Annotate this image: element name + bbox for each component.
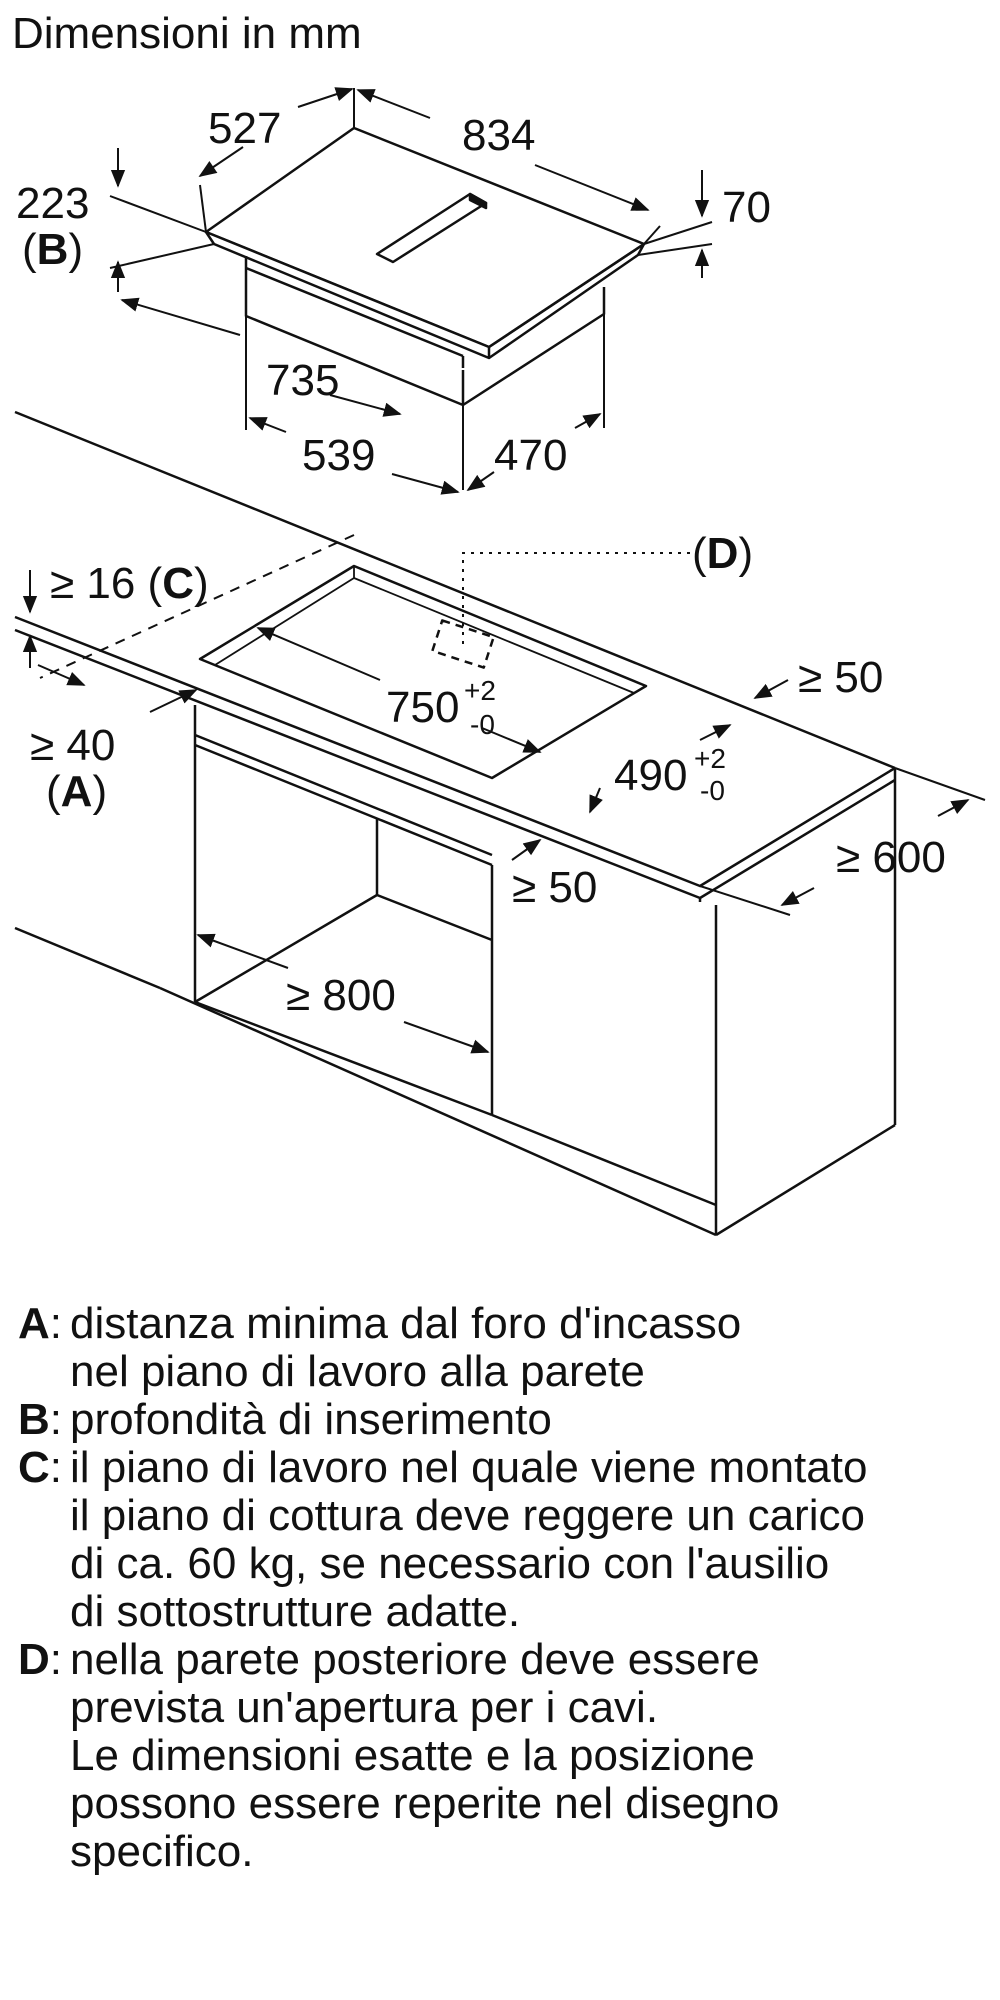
label-a-group: (A) [46, 767, 107, 816]
legend-key: B [18, 1395, 50, 1444]
legend-item: C:il piano di lavoro nel quale viene mon… [18, 1444, 988, 1636]
dim-min-back: ≥ 50 [798, 653, 883, 702]
dim-min-front: ≥ 50 [512, 863, 597, 912]
legend-colon: : [49, 1299, 63, 1348]
legend-key: A [18, 1299, 50, 1348]
hob-dimensions [109, 87, 713, 495]
legend-line: specifico. [70, 1827, 254, 1876]
legend-text: il piano di lavoro nel quale viene monta… [70, 1444, 867, 1636]
legend-colon: : [49, 1395, 63, 1444]
label-d: D [707, 529, 739, 578]
cabinet-dimensions [22, 534, 986, 1054]
tol-cutout-depth-plus: +2 [694, 743, 726, 774]
worktop-cutout [198, 564, 648, 780]
legend-key: D [18, 1635, 50, 1684]
dim-insert-depth: 223 [16, 179, 89, 228]
dim-min-worktop: ≥ 16 [50, 559, 135, 608]
legend-line: di sottostrutture adatte. [70, 1587, 521, 1636]
legend-line: nella parete posteriore deve essere [70, 1635, 760, 1684]
legend-key: C [18, 1443, 50, 1492]
label-a: A [61, 767, 93, 816]
legend-line: nel piano di lavoro alla parete [70, 1347, 645, 1396]
legend-line: di ca. 60 kg, se necessario con l'ausili… [70, 1539, 830, 1588]
dim-cutout-depth: 490 [614, 751, 687, 800]
dim-min-wall: ≥ 40 [30, 721, 115, 770]
legend-line: prevista un'apertura per i cavi. [70, 1683, 659, 1732]
tol-cutout-width-minus: -0 [470, 709, 495, 740]
label-c: C [162, 559, 194, 608]
legend-line: Le dimensioni esatte e la posizione [70, 1731, 755, 1780]
dim-hob-width: 834 [462, 111, 535, 160]
legend-colon: : [49, 1635, 63, 1684]
dim-hob-depth: 527 [208, 104, 281, 153]
dim-body-front: 539 [302, 431, 375, 480]
page-title: Dimensioni in mm [12, 9, 362, 58]
legend-text: profondità di inserimento [70, 1396, 552, 1444]
cable-opening [431, 619, 495, 669]
tol-cutout-depth-minus: -0 [700, 775, 725, 806]
legend-colon: : [49, 1443, 63, 1492]
dim-body-side: 470 [494, 431, 567, 480]
legend-line: distanza minima dal foro d'incasso [70, 1299, 742, 1348]
dim-min-worktop-group: ≥ 16 (C) [50, 559, 209, 608]
legend-line: il piano di cottura deve reggere un cari… [70, 1491, 865, 1540]
label-b: B [37, 225, 69, 274]
label-b-group: (B) [22, 225, 83, 274]
legend-item: B:profondità di inserimento [18, 1396, 988, 1444]
dim-min-cabinet: ≥ 800 [286, 971, 396, 1020]
installation-drawing: 527 834 223 (B) 70 735 539 470 (D) ≥ 16 … [14, 87, 986, 1237]
legend-line: possono essere reperite nel disegno [70, 1779, 780, 1828]
dim-min-depth: ≥ 600 [836, 833, 946, 882]
tol-cutout-width-plus: +2 [464, 675, 496, 706]
dim-body-width: 735 [266, 356, 339, 405]
legend-line: profondità di inserimento [70, 1395, 552, 1444]
label-d-group: (D) [692, 529, 753, 578]
legend-line: il piano di lavoro nel quale viene monta… [70, 1443, 868, 1492]
dim-thickness: 70 [722, 183, 771, 232]
dim-cutout-width: 750 [386, 683, 459, 732]
cabinet-illustration [14, 410, 897, 1237]
